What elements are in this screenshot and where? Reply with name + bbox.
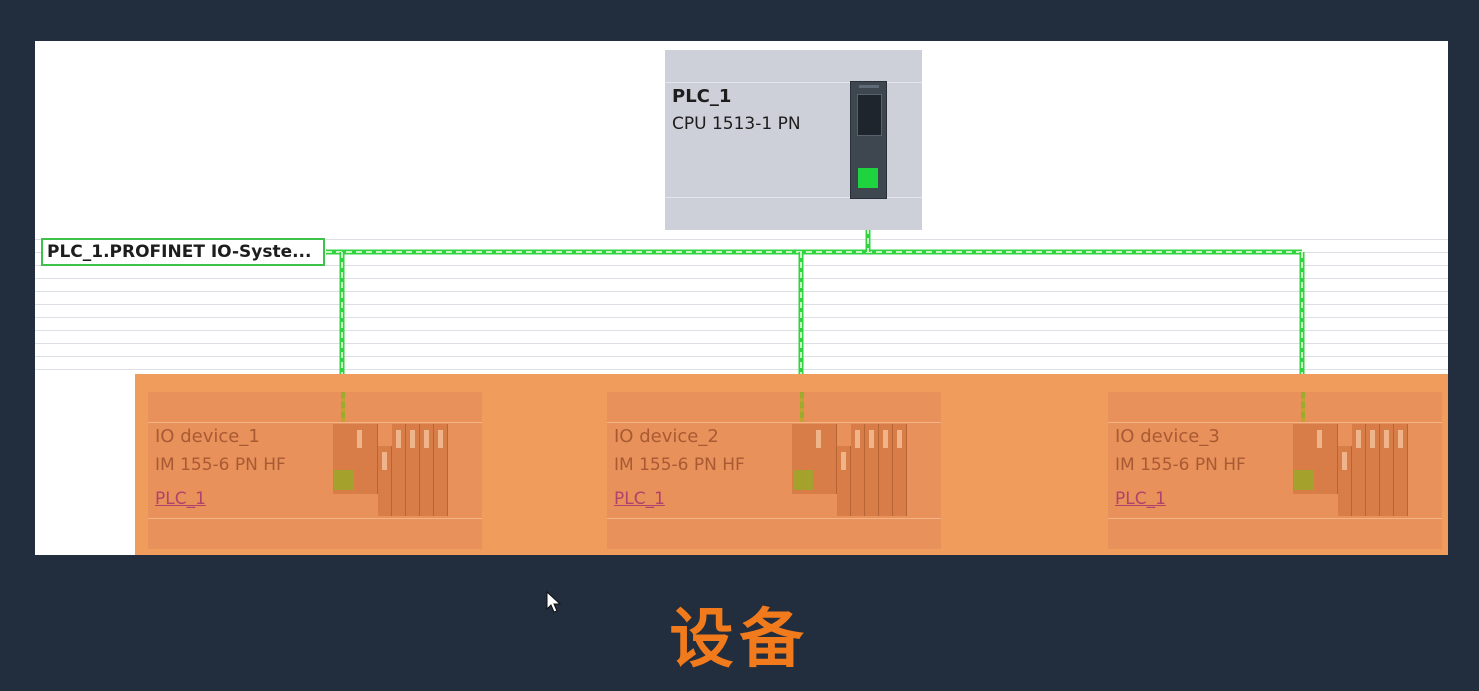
- plc-footer-band: [665, 197, 922, 230]
- plc-header-band: [665, 50, 922, 83]
- module-slot: [1352, 424, 1366, 516]
- io-module-icon[interactable]: [792, 424, 907, 516]
- io-device-1[interactable]: IO device_1 IM 155-6 PN HF PLC_1: [148, 392, 482, 549]
- io-device-3[interactable]: IO device_3 IM 155-6 PN HF PLC_1: [1108, 392, 1442, 549]
- module-slot: [392, 424, 406, 516]
- network-view-canvas[interactable]: PLC_1.PROFINET IO-Syste... PLC_1 CPU 151…: [35, 41, 1448, 555]
- module-slot: [879, 424, 893, 516]
- module-slot: [406, 424, 420, 516]
- plc-profinet-port[interactable]: [858, 168, 878, 188]
- device-footer-band: [1108, 518, 1442, 549]
- device-footer-band: [148, 518, 482, 549]
- device-network-drop: [341, 392, 345, 422]
- device-network-drop: [1301, 392, 1305, 422]
- cpu-display: [857, 94, 882, 136]
- module-slot: [1394, 424, 1408, 516]
- interface-module: [792, 424, 837, 494]
- module-slot: [851, 424, 865, 516]
- plc-type: CPU 1513-1 PN: [672, 114, 801, 134]
- device-profinet-port[interactable]: [1294, 470, 1314, 490]
- device-type: IM 155-6 PN HF: [614, 455, 745, 475]
- plc-name: PLC_1: [672, 86, 732, 107]
- device-profinet-port[interactable]: [334, 470, 354, 490]
- device-controller-link[interactable]: PLC_1: [155, 489, 206, 509]
- interface-module: [333, 424, 378, 494]
- device-profinet-port[interactable]: [793, 470, 813, 490]
- module-slot: [865, 424, 879, 516]
- device-name: IO device_3: [1115, 426, 1220, 447]
- device-selection-area[interactable]: IO device_1 IM 155-6 PN HF PLC_1 IO devi…: [135, 374, 1448, 555]
- cpu-status-bar: [859, 85, 879, 88]
- device-header-band: [1108, 392, 1442, 423]
- module-slot: [893, 424, 907, 516]
- io-module-icon[interactable]: [1293, 424, 1408, 516]
- interface-module: [1293, 424, 1338, 494]
- device-network-drop: [800, 392, 804, 422]
- module-slot: [420, 424, 434, 516]
- cpu-module-icon[interactable]: [850, 81, 887, 199]
- module-slot: [837, 446, 851, 516]
- profinet-io-system-label[interactable]: PLC_1.PROFINET IO-Syste...: [41, 238, 325, 266]
- device-name: IO device_1: [155, 426, 260, 447]
- subtitle-caption: 设备: [669, 603, 810, 677]
- device-type: IM 155-6 PN HF: [155, 455, 286, 475]
- module-slot: [434, 424, 448, 516]
- device-controller-link[interactable]: PLC_1: [614, 489, 665, 509]
- device-footer-band: [607, 518, 941, 549]
- mouse-cursor-icon: [546, 591, 562, 613]
- device-header-band: [607, 392, 941, 423]
- module-slot: [1338, 446, 1352, 516]
- io-device-2[interactable]: IO device_2 IM 155-6 PN HF PLC_1: [607, 392, 941, 549]
- module-slot: [378, 446, 392, 516]
- device-type: IM 155-6 PN HF: [1115, 455, 1246, 475]
- module-slot: [1366, 424, 1380, 516]
- device-controller-link[interactable]: PLC_1: [1115, 489, 1166, 509]
- io-module-icon[interactable]: [333, 424, 448, 516]
- device-name: IO device_2: [614, 426, 719, 447]
- module-slot: [1380, 424, 1394, 516]
- device-header-band: [148, 392, 482, 423]
- plc-station[interactable]: PLC_1 CPU 1513-1 PN: [665, 50, 922, 230]
